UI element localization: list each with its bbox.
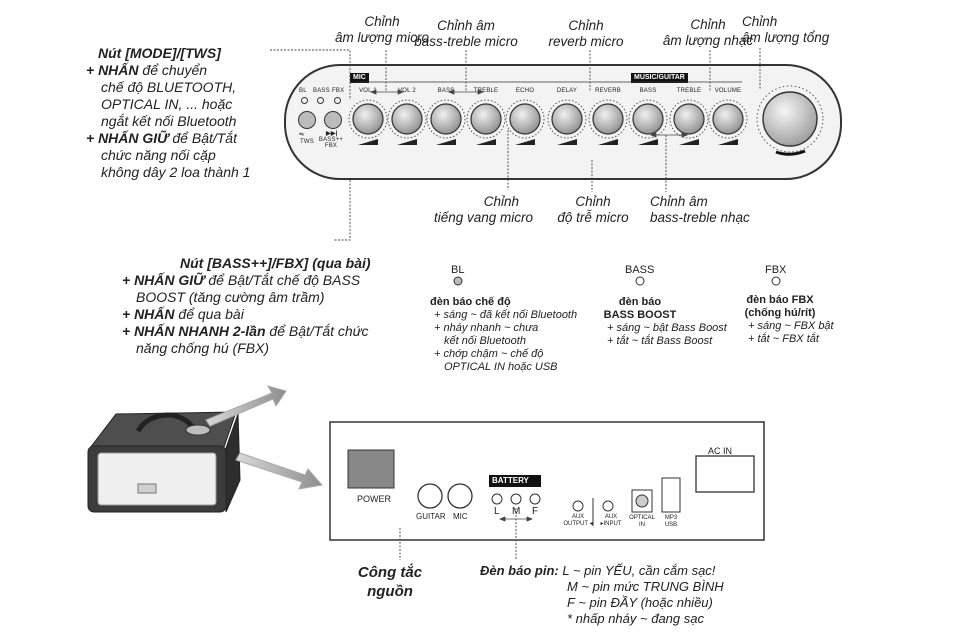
knob-label-music-bass: BASS (639, 88, 657, 94)
led-bass-title: đèn báo BASS BOOST (603, 296, 677, 321)
tws-mode-icon: ⇋ (299, 132, 305, 138)
led-bass-icon (317, 97, 324, 104)
led-bass-name: BASS (625, 264, 655, 276)
knob-label-vol1: VOL 1 (359, 88, 377, 94)
arrow-to-rear-icon (235, 452, 323, 490)
led-fbx-description: + sáng ~ FBX bật + tắt ~ FBX tắt (748, 320, 834, 345)
knob-delay[interactable] (547, 99, 587, 139)
led-fbx-name: FBX (765, 264, 787, 276)
knob-vol1[interactable] (348, 99, 388, 139)
led-fbx-icon (334, 97, 341, 104)
bass-fbx-button[interactable] (324, 111, 342, 129)
knob-label-echo: ECHO (515, 88, 535, 94)
led-bl-info-icon (453, 276, 463, 286)
battery-led-f: F (532, 506, 539, 517)
bass-fbx-description: Nút [BASS++]/FBX] (qua bài) + NHẤN GIỮ đ… (122, 255, 432, 357)
knob-master-volume[interactable] (756, 85, 824, 156)
music-guitar-tag: MUSIC/GUITAR (631, 73, 688, 83)
led-fbx-title: đèn báo FBX (chống hú/rít) (744, 294, 816, 319)
led-bl-name: BL (451, 264, 465, 276)
level-wedges (358, 139, 738, 145)
battery-tag: BATTERY (492, 476, 529, 485)
mic-tag: MIC (350, 73, 369, 83)
knob-label-delay: DELAY (556, 88, 578, 94)
ac-in-label: AC IN (708, 446, 733, 456)
power-label: POWER (357, 494, 392, 504)
mode-tws-title: Nút [MODE]/[TWS] (98, 45, 221, 61)
mic-jack-label: MIC (453, 512, 468, 521)
battery-indicator-info: Đèn báo pin: L ~ pin YẾU, cần cắm sạc! M… (480, 563, 724, 626)
tws-button[interactable] (298, 111, 316, 129)
aux-input-label: AUX▸INPUT (600, 514, 622, 527)
arrow-to-panel-icon (205, 385, 287, 427)
indicator-label-bl: BL (299, 88, 307, 94)
indicator-label-fbx: FBX (332, 88, 345, 94)
knob-label-volume: VOLUME (714, 88, 742, 94)
guitar-jack-label: GUITAR (416, 512, 446, 521)
bass-fbx-title: Nút [BASS++]/FBX] (qua bài) (180, 255, 371, 271)
led-fbx-info-icon (771, 276, 781, 286)
knob-music-volume[interactable] (708, 99, 748, 139)
battery-led-m: M (512, 506, 521, 517)
mode-tws-description: Nút [MODE]/[TWS] + NHẤN để chuyển chế độ… (86, 45, 286, 181)
knob-reverb[interactable] (588, 99, 628, 139)
tws-label: TWS (300, 139, 314, 145)
power-switch-block (347, 449, 395, 489)
indicator-label-bass: BASS (313, 88, 330, 94)
led-bl-description: đèn báo chế độ + sáng ~ đã kết nối Bluet… (430, 296, 578, 373)
speaker-icon (87, 411, 241, 513)
battery-led-l: L (494, 506, 500, 517)
skip-icon: ▶▶| (326, 131, 338, 137)
knob-label-reverb: REVERB (595, 88, 621, 94)
knob-mic-treble[interactable] (466, 99, 506, 139)
knob-music-treble[interactable] (669, 99, 709, 139)
knob-vol2[interactable] (387, 99, 427, 139)
rear-panel (329, 421, 765, 541)
knob-label-mic-treble: TREBLE (473, 88, 499, 94)
led-bass-description: + sáng ~ bật Bass Boost + tắt ~ tắt Bass… (607, 322, 727, 347)
knob-label-music-treble: TREBLE (676, 88, 702, 94)
led-bass-info-icon (635, 276, 645, 286)
knob-music-bass[interactable] (628, 99, 668, 139)
knob-label-mic-bass: BASS (437, 88, 455, 94)
knob-echo[interactable] (505, 99, 545, 139)
bass-fbx-label: BASS++FBX (318, 137, 344, 149)
led-bl-icon (301, 97, 308, 104)
knob-mic-bass[interactable] (426, 99, 466, 139)
knob-label-vol2: VOL 2 (398, 88, 416, 94)
